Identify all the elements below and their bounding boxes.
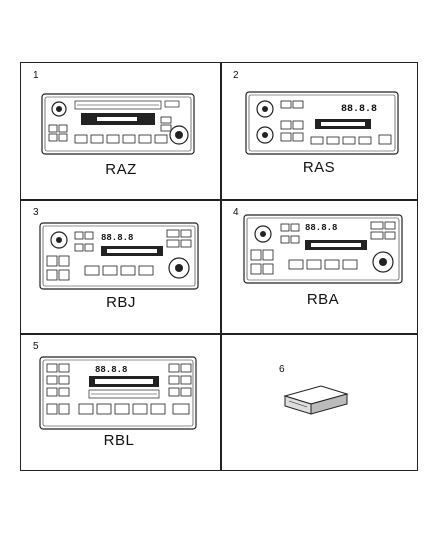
panel-3-number: 3 xyxy=(33,207,39,218)
panel-4-number: 4 xyxy=(233,207,239,218)
panel-4: 4 88.8.8 RBA xyxy=(221,200,419,333)
panel-2-code: RAS xyxy=(302,159,336,176)
radio-unit-rba: 88.8.8 xyxy=(243,214,403,284)
panel-6: 6 xyxy=(221,334,419,470)
rba-display-readout: 88.8.8 xyxy=(305,223,337,233)
panel-1-code: RAZ xyxy=(105,161,137,178)
panel-5: 5 88.8.8 RBL xyxy=(21,334,220,470)
panel-1: 1 RAZ xyxy=(21,63,220,199)
grid-divider-2 xyxy=(21,333,417,335)
panel-3-code: RBJ xyxy=(106,294,136,311)
panel-2-number: 2 xyxy=(233,70,239,81)
panel-3: 3 88.8.8 RBJ xyxy=(21,200,220,333)
parts-grid: 1 RAZ 2 xyxy=(20,62,418,471)
radio-unit-ras: 88.8.8 xyxy=(245,91,399,155)
panel-6-number: 6 xyxy=(279,364,285,375)
panel-1-number: 1 xyxy=(33,70,39,81)
grid-vertical-divider xyxy=(220,63,222,470)
module-box xyxy=(283,385,349,415)
radio-unit-raz xyxy=(41,93,195,155)
rbl-display-readout: 88.8.8 xyxy=(95,365,127,375)
panel-4-code: RBA xyxy=(306,291,340,308)
ras-display-readout: 88.8.8 xyxy=(341,104,377,115)
radio-unit-rbl: 88.8.8 xyxy=(39,356,197,430)
panel-5-code: RBL xyxy=(103,432,135,449)
rbj-display-readout: 88.8.8 xyxy=(101,233,133,243)
radio-unit-rbj: 88.8.8 xyxy=(39,222,199,290)
panel-5-number: 5 xyxy=(33,341,39,352)
grid-divider-1 xyxy=(21,199,417,201)
panel-2: 2 88.8.8 RAS xyxy=(221,63,419,199)
